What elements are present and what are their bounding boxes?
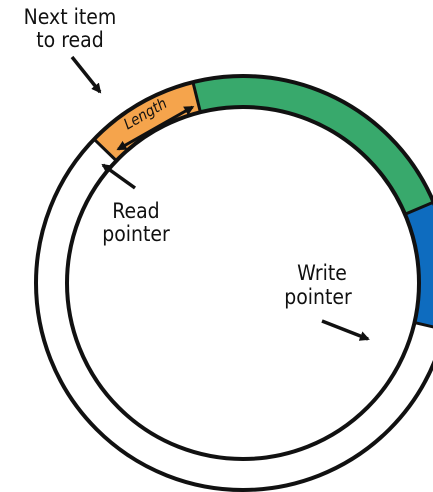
ring-inner-edge (65, 105, 421, 461)
write-pointer-label-line2: pointer (284, 285, 352, 309)
write-pointer-label-line1: Write (297, 261, 347, 285)
divider-data-end (404, 200, 433, 216)
ring-outer-edge (34, 74, 433, 492)
write-pointer-arrow (321, 319, 370, 341)
read-pointer-arrow (101, 163, 137, 190)
length-double-arrow (116, 105, 195, 151)
read-pointer-label-line2: pointer (102, 222, 170, 246)
divider-read-start (93, 138, 118, 162)
divider-write-end (414, 321, 433, 329)
read-pointer-label-line1: Read (112, 199, 159, 223)
next-item-label-line2: to read (36, 28, 103, 52)
divider-length-end (191, 81, 202, 113)
next-item-label-line1: Next item (24, 5, 117, 29)
next-item-arrow (70, 55, 102, 94)
